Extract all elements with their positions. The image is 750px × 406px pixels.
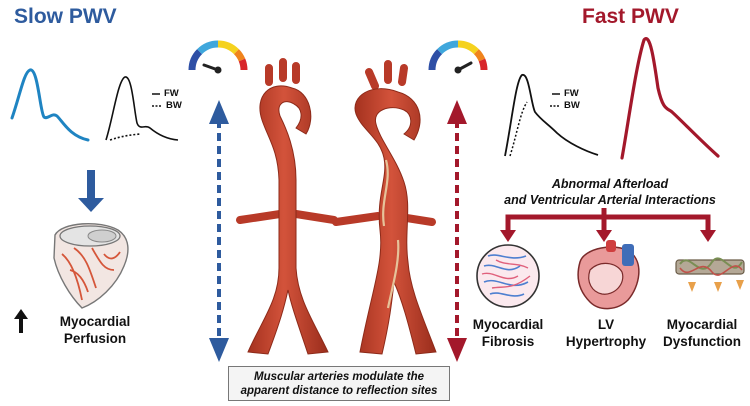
legend-bw-label-fast: BW (564, 100, 580, 111)
afterload-heading: Abnormal Afterload and Ventricular Arter… (470, 176, 750, 208)
perfusion-line-2: Perfusion (63, 331, 127, 346)
speedometer-icon (188, 40, 248, 74)
afterload-line-1: Abnormal Afterload (551, 177, 669, 191)
fast-backward-wave (509, 101, 528, 157)
speedometer-icon (428, 40, 488, 74)
caption-box: Muscular arteries modulate the apparent … (228, 366, 450, 401)
afterload-branch-arrows (500, 208, 716, 242)
fast-forward-wave (504, 74, 599, 157)
slow-backward-wave (109, 133, 141, 141)
increase-arrow (14, 309, 28, 333)
down-arrow (78, 170, 104, 212)
fast-distance-arrow (447, 100, 467, 362)
legend-bw-label: BW (166, 100, 182, 111)
heart-icon (53, 222, 129, 309)
perfusion-label: Myocardial Perfusion (30, 313, 160, 347)
caption-line-1: Muscular arteries modulate the (254, 371, 424, 383)
perfusion-line-1: Myocardial (59, 314, 131, 329)
healthy-aorta (236, 58, 338, 355)
fibrosis-line-2: Fibrosis (481, 334, 535, 349)
fast-pressure-wave (620, 37, 720, 160)
fibrosis-icon (476, 244, 540, 308)
hypertrophy-label: LV Hypertrophy (558, 316, 654, 350)
dysfunction-label: Myocardial Dysfunction (654, 316, 750, 350)
hypertrophy-line-2: Hypertrophy (565, 334, 647, 349)
legend-fw-label-fast: FW (564, 88, 579, 99)
slow-pwv-title: Slow PWV (14, 5, 117, 28)
dysfunction-line-2: Dysfunction (662, 334, 741, 349)
hypertrophy-line-1: LV (597, 317, 615, 332)
afterload-line-2: and Ventricular Arterial Interactions (504, 193, 716, 207)
slow-forward-wave (105, 76, 179, 141)
stiff-aorta (332, 60, 437, 355)
legend-fw-label: FW (164, 88, 179, 99)
caption-line-2: apparent distance to reflection sites (240, 385, 438, 397)
fibrosis-line-1: Myocardial (472, 317, 544, 332)
slow-pressure-wave (10, 68, 90, 142)
fibrosis-label: Myocardial Fibrosis (460, 316, 556, 350)
hypertrophy-heart-icon (577, 240, 640, 310)
dysfunction-line-1: Myocardial (666, 317, 738, 332)
myocyte-dysfunction-icon (675, 257, 745, 292)
fast-pwv-title: Fast PWV (582, 5, 679, 28)
slow-distance-arrow (209, 100, 229, 362)
